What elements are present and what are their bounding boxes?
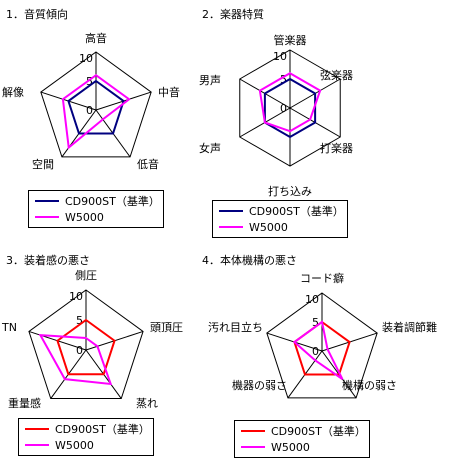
axis-label: 汚れ目立ち (208, 320, 263, 334)
legend-label: CD900ST（基準） (249, 205, 344, 218)
legend-swatch (219, 210, 243, 212)
chart-3-title: 3．装着感の悪さ (6, 254, 90, 267)
axis-label: 管楽器 (274, 33, 307, 47)
legend-swatch (35, 200, 59, 202)
legend-label: CD900ST（基準） (65, 195, 160, 208)
legend-entry: CD900ST（基準） (241, 424, 366, 438)
tick-label: 0 (280, 102, 287, 115)
series-w5000-line (292, 320, 344, 380)
axis-label: 男声 (199, 73, 221, 87)
tick-label: 10 (79, 52, 93, 65)
axis-label: 中音 (158, 85, 180, 99)
axis-label: 弦楽器 (320, 68, 353, 82)
tick-label: 5 (312, 316, 319, 329)
legend-label: CD900ST（基準） (271, 425, 366, 438)
axis-label: 打ち込み (268, 184, 312, 198)
legend-entry: CD900ST（基準） (35, 194, 160, 208)
legend-entry: W5000 (219, 220, 288, 234)
tick-label: 5 (76, 314, 83, 327)
axis-label: 解像 (2, 85, 24, 99)
legend-entry: CD900ST（基準） (219, 204, 344, 218)
series-reference-line (67, 79, 125, 135)
legend-label: W5000 (271, 440, 310, 454)
tick-label: 10 (305, 293, 319, 306)
axis-label: 高音 (85, 31, 107, 45)
series-w5000-line (258, 72, 322, 133)
series-w5000-line (38, 334, 113, 386)
axis-label: 機構の弱さ (342, 378, 397, 392)
legend-label: W5000 (249, 220, 288, 234)
axis-label: 装着調節難 (382, 320, 437, 334)
radar-grid-outer (28, 289, 144, 400)
legend-entry: W5000 (25, 438, 94, 452)
chart-2-legend: CD900ST（基準） W5000 (212, 200, 348, 238)
legend-swatch (25, 444, 49, 446)
axis-label: 低音 (137, 157, 159, 171)
radar-grid-outer (40, 51, 152, 158)
legend-label: W5000 (65, 210, 104, 224)
tick-label: 10 (273, 50, 287, 63)
axis-label: TN (1, 321, 17, 334)
legend-entry: W5000 (35, 210, 104, 224)
series-reference-line (263, 77, 317, 139)
series-w5000-line (61, 73, 131, 150)
legend-swatch (25, 428, 49, 430)
axis-label: 蒸れ (136, 397, 158, 410)
tick-label: 5 (86, 75, 93, 88)
chart-4-title: 4．本体機構の悪さ (202, 254, 297, 267)
axis-label: 頭頂圧 (150, 321, 183, 334)
tick-label: 5 (280, 73, 287, 86)
chart-1-legend: CD900ST（基準） W5000 (28, 190, 164, 228)
chart-2-title: 2．楽器特質 (202, 8, 264, 21)
legend-swatch (241, 446, 265, 448)
legend-entry: CD900ST（基準） (25, 422, 150, 436)
axis-label: 機器の弱さ (232, 378, 287, 392)
chart-4-legend: CD900ST（基準） W5000 (234, 420, 370, 458)
tick-label: 0 (86, 104, 93, 117)
legend-swatch (219, 226, 243, 228)
axis-label: 空間 (32, 157, 54, 171)
axis-label: 重量感 (8, 396, 41, 410)
axis-label: コード癖 (300, 271, 344, 285)
axis-label: 打楽器 (320, 141, 353, 155)
axis-label: 側圧 (75, 269, 97, 282)
tick-label: 0 (76, 344, 83, 357)
legend-label: CD900ST（基準） (55, 423, 150, 436)
tick-label: 10 (69, 290, 83, 303)
radar-grid-outer (266, 292, 378, 399)
axis-label: 女声 (199, 141, 221, 155)
legend-swatch (35, 216, 59, 218)
legend-entry: W5000 (241, 440, 310, 454)
chart-1-title: 1．音質傾向 (6, 8, 68, 21)
legend-swatch (241, 430, 265, 432)
legend-label: W5000 (55, 438, 94, 452)
chart-3-legend: CD900ST（基準） W5000 (18, 418, 154, 456)
tick-label: 0 (312, 345, 319, 358)
